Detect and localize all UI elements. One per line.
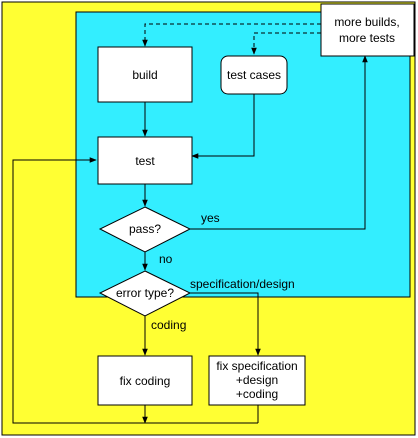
more-builds-box bbox=[320, 3, 415, 57]
edge-return-loop bbox=[12, 157, 258, 424]
error-type-decision bbox=[98, 270, 192, 317]
more-builds-label-line2: more tests bbox=[339, 31, 395, 45]
edge-pass-yes bbox=[190, 55, 368, 230]
pass-decision bbox=[98, 206, 192, 253]
edge-label-coding: coding bbox=[151, 318, 186, 332]
test-label: test bbox=[135, 154, 155, 168]
edge-label-no: no bbox=[159, 252, 173, 266]
fix-coding-box bbox=[97, 355, 193, 406]
edge-label-yes: yes bbox=[201, 211, 220, 225]
error-type-label: error type? bbox=[116, 286, 174, 300]
edge-test-cases-to-test bbox=[191, 94, 255, 159]
edge-label-spec-design: specification/design bbox=[190, 277, 295, 291]
fix-spec-label-line1: fix specification bbox=[216, 359, 297, 373]
fix-coding-label: fix coding bbox=[120, 374, 171, 388]
test-cases-label: test cases bbox=[227, 68, 281, 82]
more-builds-label-line1: more builds, bbox=[334, 15, 399, 29]
build-box bbox=[97, 46, 193, 103]
build-label: build bbox=[132, 68, 157, 82]
fix-spec-label-line2: +design bbox=[236, 373, 278, 387]
fix-spec-label-line3: +coding bbox=[236, 387, 278, 401]
dashed-edge-to-test-cases bbox=[251, 32, 321, 55]
test-box bbox=[97, 136, 193, 185]
pass-label: pass? bbox=[129, 222, 161, 236]
fix-spec-box bbox=[208, 355, 306, 406]
test-cases-box bbox=[220, 55, 288, 95]
dashed-edge-to-build bbox=[142, 23, 321, 47]
edge-error-to-fix-spec bbox=[190, 292, 261, 356]
